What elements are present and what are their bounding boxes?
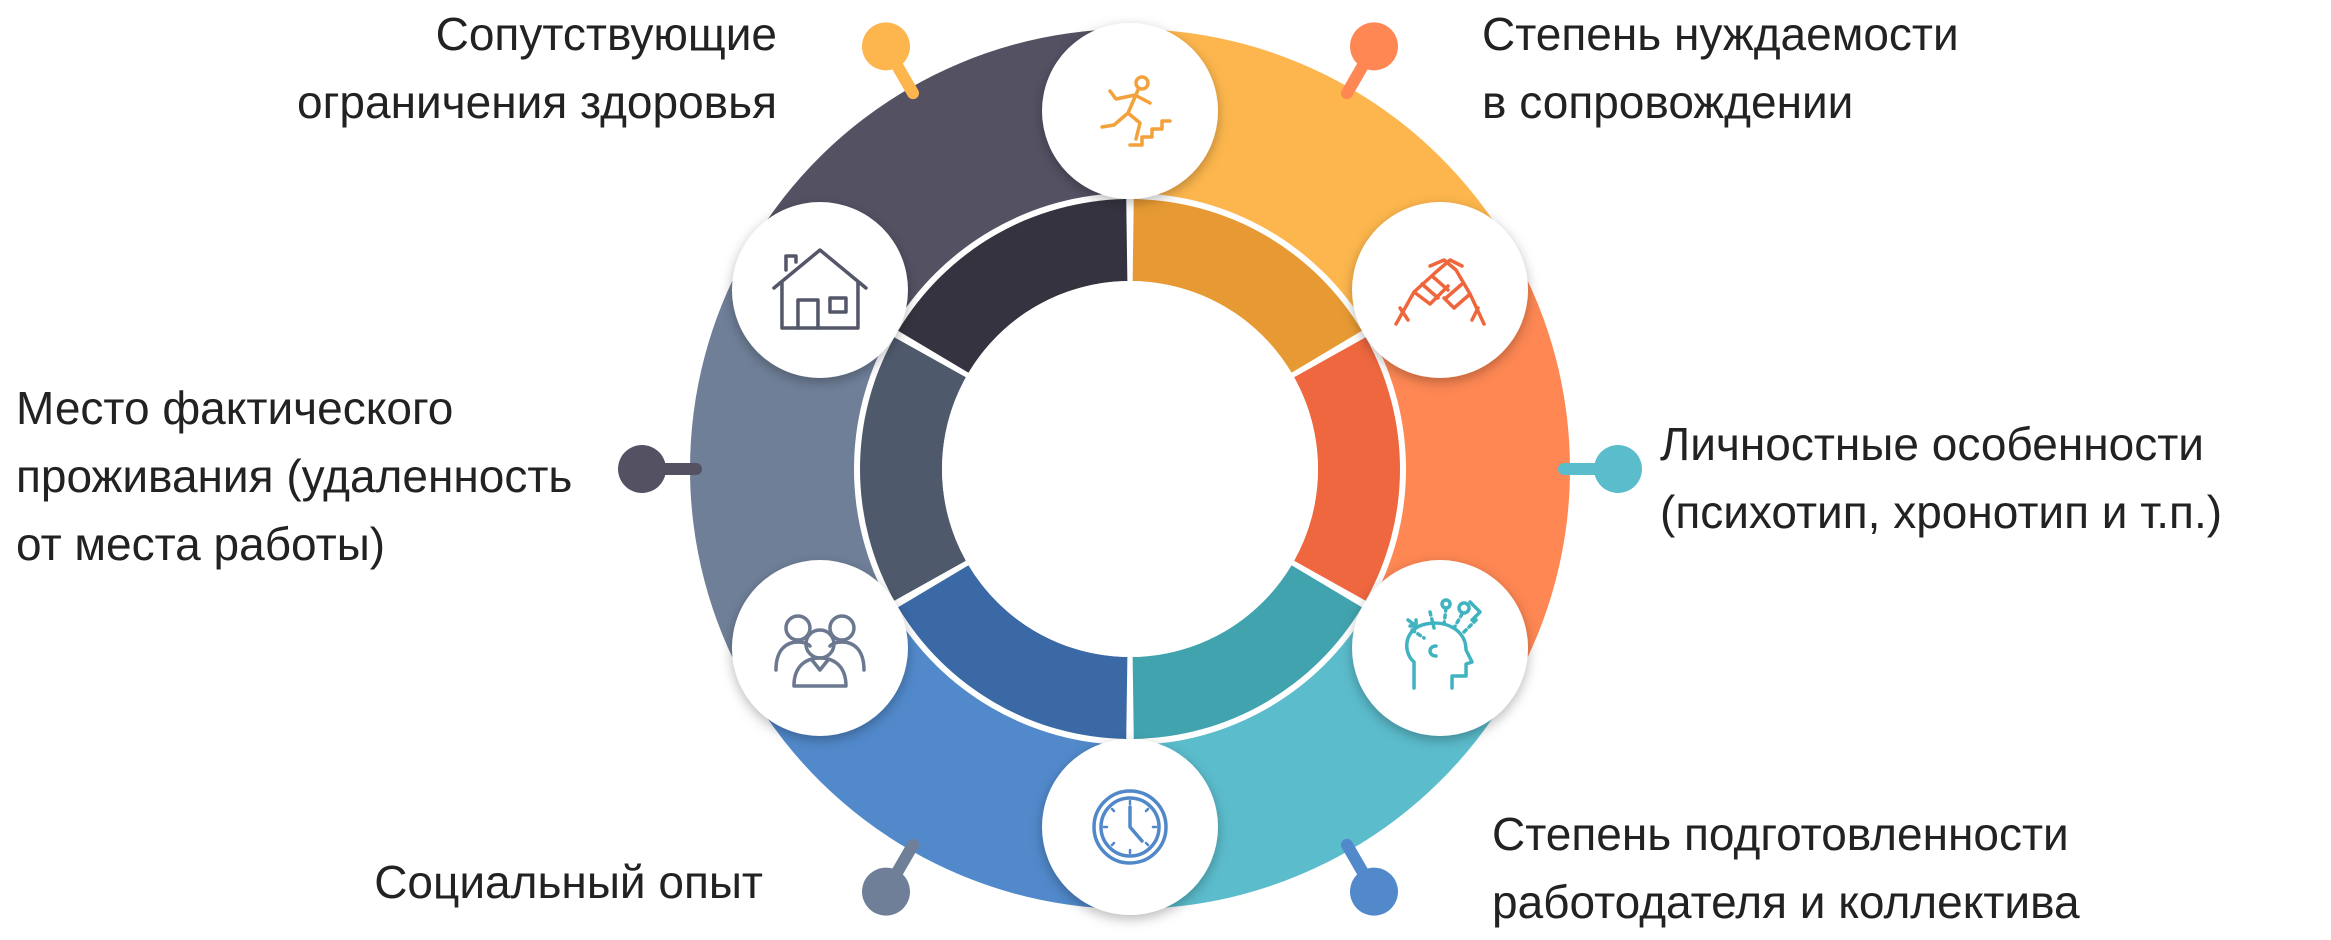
connector-employer bbox=[1341, 838, 1398, 916]
connector-health bbox=[862, 22, 919, 100]
label-personality: Личностные особенности (психотип, хронот… bbox=[1660, 410, 2222, 546]
label-health-line: ограничения здоровья bbox=[297, 76, 777, 128]
label-health-line: Сопутствующие bbox=[435, 8, 777, 60]
label-employer-line: Степень подготовленности bbox=[1492, 808, 2069, 860]
inner-segment-employer bbox=[898, 565, 1128, 739]
stairs-climber-icon bbox=[1100, 75, 1172, 147]
connector-dot bbox=[862, 22, 910, 71]
connector-dot bbox=[862, 867, 910, 916]
inner-segment-residence bbox=[898, 199, 1128, 373]
badge-circle bbox=[1352, 560, 1529, 736]
badge-health bbox=[1042, 23, 1218, 199]
center-hole bbox=[942, 281, 1318, 657]
label-employer-line: работодателя и коллектива bbox=[1492, 876, 2080, 928]
label-residence-line: проживания (удаленность bbox=[16, 450, 573, 502]
badge-personality bbox=[1352, 560, 1529, 736]
label-residence-line: Место фактического bbox=[16, 382, 454, 434]
badge-circle bbox=[731, 560, 908, 736]
label-social-line: Социальный опыт bbox=[374, 856, 763, 908]
connector-dot bbox=[618, 445, 666, 493]
label-residence: Место фактического проживания (удаленнос… bbox=[16, 374, 572, 578]
label-health: Сопутствующие ограничения здоровья bbox=[297, 0, 777, 136]
label-personality-line: (психотип, хронотип и т.п.) bbox=[1660, 486, 2223, 538]
connector-dot bbox=[1350, 22, 1398, 71]
handshake-icon bbox=[1394, 258, 1486, 326]
connector-personality bbox=[1558, 445, 1642, 493]
badge-social bbox=[731, 560, 908, 736]
label-support: Степень нуждаемости в сопровождении bbox=[1482, 0, 1959, 136]
inner-segment-health bbox=[1132, 199, 1362, 373]
connector-dot bbox=[1350, 867, 1398, 916]
group-people-icon bbox=[774, 614, 866, 688]
inner-segment-support bbox=[1294, 337, 1400, 601]
label-support-line: в сопровождении bbox=[1482, 76, 1854, 128]
house-icon bbox=[772, 248, 868, 330]
badge-employer bbox=[1042, 739, 1218, 915]
connector-social bbox=[862, 838, 919, 916]
badge-circle bbox=[1352, 202, 1529, 378]
label-support-line: Степень нуждаемости bbox=[1482, 8, 1959, 60]
label-social: Социальный опыт bbox=[374, 848, 763, 916]
badge-residence bbox=[731, 202, 908, 378]
inner-segment-personality bbox=[1132, 565, 1362, 739]
clock-icon bbox=[1092, 789, 1168, 865]
label-residence-line: от места работы) bbox=[16, 518, 386, 570]
connector-support bbox=[1341, 22, 1398, 100]
badge-circle bbox=[731, 202, 908, 378]
inner-segment-social bbox=[859, 337, 966, 601]
label-employer: Степень подготовленности работодателя и … bbox=[1492, 800, 2080, 936]
head-ideas-icon bbox=[1405, 598, 1482, 690]
badge-support bbox=[1352, 202, 1529, 378]
connector-dot bbox=[1594, 445, 1642, 493]
label-personality-line: Личностные особенности bbox=[1660, 418, 2204, 470]
connector-residence bbox=[618, 445, 702, 493]
